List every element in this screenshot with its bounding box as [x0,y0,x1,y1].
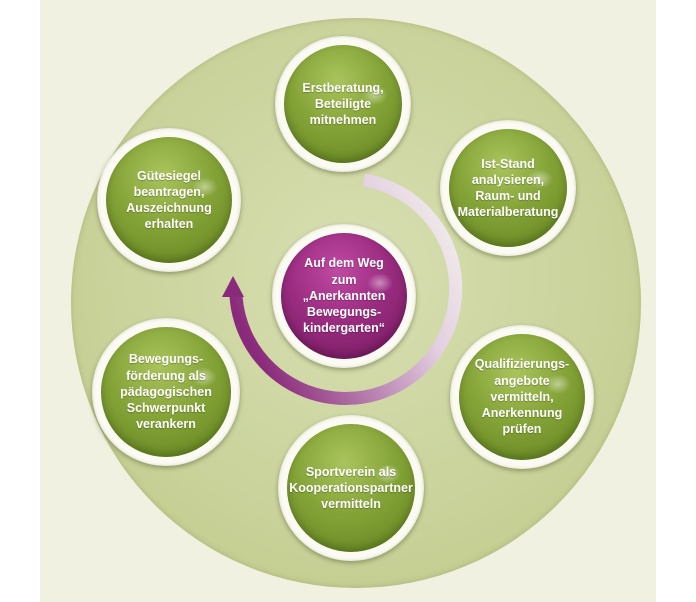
step-5-label: Bewegungs- förderung als pädagogischen S… [120,352,212,432]
step-5-node: Bewegungs- förderung als pädagogischen S… [92,318,240,466]
step-2-node: Ist-Stand analysieren, Raum- und Materia… [440,120,576,256]
center-node: Auf dem Weg zum „Anerkannten Bewegungs- … [272,224,416,368]
step-6-label: Gütesiegel beantragen, Auszeichnung erha… [126,168,212,232]
step-2-label: Ist-Stand analysieren, Raum- und Materia… [457,156,559,220]
step-1-label: Erstberatung, Beteiligte mitnehmen [302,80,384,128]
arrowhead-icon [222,276,244,297]
center-label: Auf dem Weg zum „Anerkannten Bewegungs- … [302,256,386,336]
step-3-label: Qualifizierungs- angebote vermitteln, An… [474,357,570,437]
arrow-arc [229,173,463,405]
step-4-node: Sportverein als Kooperationspartner verm… [278,415,424,561]
step-1-node: Erstberatung, Beteiligte mitnehmen [275,36,411,172]
step-4-label: Sportverein als Kooperationspartner verm… [289,464,413,512]
step-6-node: Gütesiegel beantragen, Auszeichnung erha… [97,128,241,272]
step-3-node: Qualifizierungs- angebote vermitteln, An… [450,325,594,469]
